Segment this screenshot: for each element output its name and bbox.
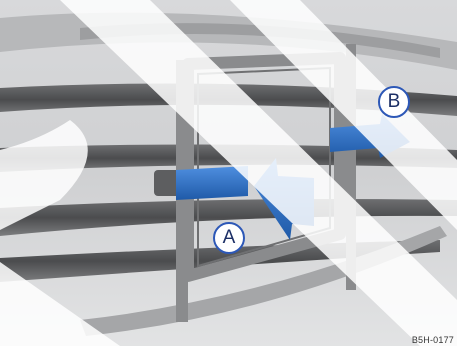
callout-b: B [378,86,410,118]
callout-a: A [213,222,245,254]
arrow-a-blade [176,166,248,200]
figure-code: B5H-0177 [412,335,454,345]
